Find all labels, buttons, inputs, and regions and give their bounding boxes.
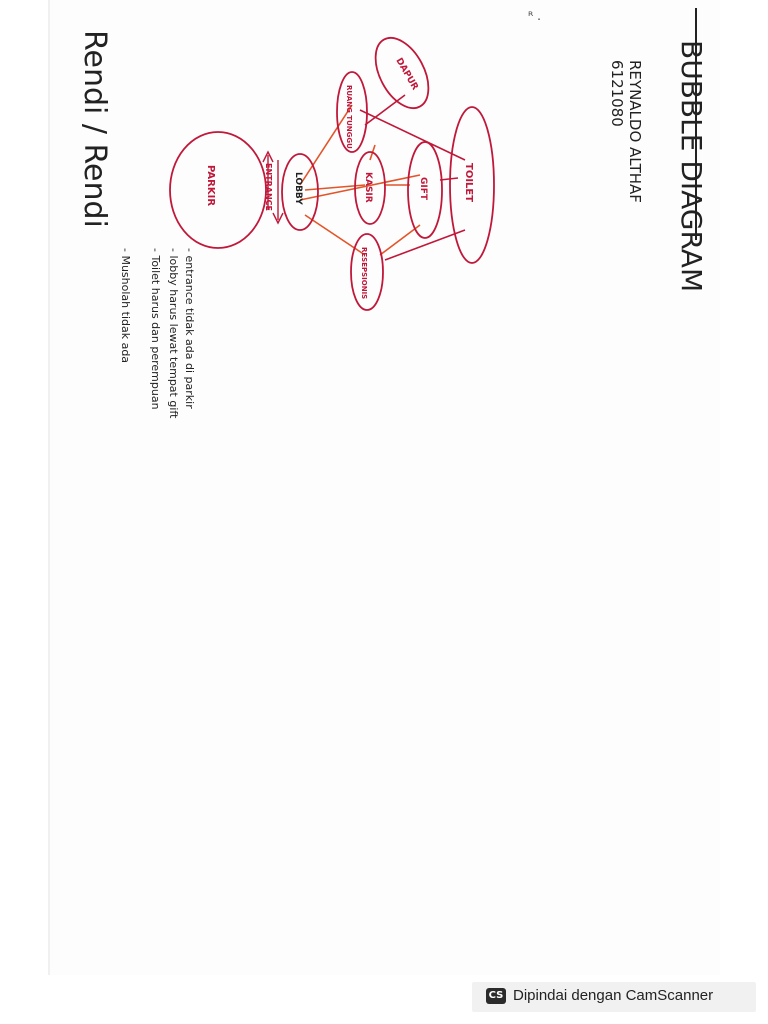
node-label-dapur: DAPUR: [393, 57, 419, 93]
node-kasir: KASIR: [354, 151, 386, 225]
node-lobby: LOBBY: [281, 153, 319, 231]
edge-gift-toilet: [439, 177, 459, 181]
node-label-lobby: LOBBY: [293, 172, 303, 205]
camscanner-logo-icon: CS: [486, 988, 506, 1004]
edge-ruangtunggu-toilet: [359, 109, 466, 161]
edge-lobby-kasir: [304, 184, 366, 191]
author-name: REYNALDO ALTHAF: [626, 60, 644, 203]
notes-list: - entrance tidak ada di parkir - lobby h…: [119, 248, 196, 419]
bubble-diagram: BUBBLE DIAGRAM REYNALDO ALTHAF 6121080 R…: [77, 8, 708, 419]
edge-lobby-gift: [299, 174, 421, 201]
node-ruang-tunggu: RUANG TUNGGU: [336, 71, 368, 153]
note-item: - Toilet harus dan perempuan: [149, 248, 162, 410]
node-label-ruang-tunggu: RUANG TUNGGU: [345, 85, 353, 149]
page-header: BUBBLE DIAGRAM REYNALDO ALTHAF 6121080 R…: [77, 8, 708, 292]
signature: Rendi / Rendi: [77, 30, 112, 228]
node-label-parkir: PARKIR: [205, 165, 216, 206]
node-label-kasir: KASIR: [363, 172, 373, 203]
node-label-resepsionis: RESEPSIONIS: [360, 247, 368, 299]
node-dapur: DAPUR: [374, 36, 430, 110]
paper-edge: [48, 0, 50, 975]
edge-ruangtunggu-dapur: [364, 94, 406, 126]
scanned-paper: [48, 0, 720, 975]
stray-mark: ᴿ .: [528, 9, 541, 23]
node-toilet: TOILET: [449, 106, 495, 264]
note-item: - entrance tidak ada di parkir: [183, 248, 196, 409]
note-item: - lobby harus lewat tempat gift: [167, 248, 180, 419]
edge-resepsionis-gift: [379, 224, 421, 256]
arrow-head-icon: [272, 212, 284, 225]
note-item: - Musholah tidak ada: [119, 248, 132, 363]
scanner-text: Dipindai dengan CamScanner: [513, 987, 714, 1004]
student-id: 6121080: [608, 60, 626, 127]
scanner-watermark: [472, 982, 756, 1012]
edge-lobby-ruangtunggu: [299, 104, 353, 186]
node-label-entrance: ENTRANCE: [264, 163, 273, 211]
node-parkir: PARKIR: [169, 131, 267, 249]
node-label-toilet: TOILET: [463, 163, 474, 202]
page-title: BUBBLE DIAGRAM: [675, 40, 708, 292]
node-gift: GIFT: [407, 141, 443, 239]
node-entrance: ENTRANCE: [264, 163, 273, 211]
arrow-head-icon: [262, 150, 274, 163]
diagram-nodes: PARKIR LOBBY ENTRANCE RUANG TUNGGU DAPUR…: [169, 36, 495, 311]
edge-resepsionis-toilet: [384, 229, 466, 261]
edge-lobby-resepsionis: [304, 214, 366, 256]
node-resepsionis: RESEPSIONIS: [350, 233, 384, 311]
node-label-gift: GIFT: [418, 177, 428, 201]
